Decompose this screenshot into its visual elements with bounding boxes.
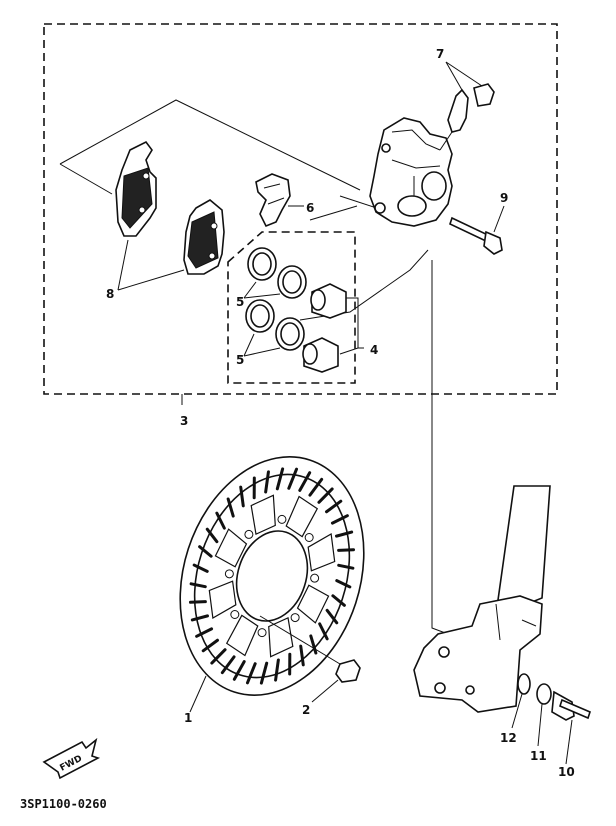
pistons [302, 283, 364, 373]
part-number-8: 8 [106, 287, 114, 301]
disc-slot [192, 563, 209, 573]
disc-spoke-cutout [296, 584, 330, 624]
part-number-5-upper: 5 [236, 295, 244, 309]
seal-kit-boundary [227, 231, 356, 384]
disc-slot [308, 477, 324, 497]
disc-slot [190, 614, 209, 622]
disc-slot [337, 563, 355, 570]
brake-disc [179, 456, 365, 696]
disc-slot [330, 514, 349, 525]
part-number-7: 7 [436, 47, 444, 61]
part-number-4: 4 [370, 343, 378, 357]
caliper-assembly-boundary [43, 23, 558, 405]
disc-slot [299, 644, 305, 667]
lock-washer [536, 683, 552, 747]
disc-slot [188, 600, 207, 604]
piston-seals [243, 247, 307, 357]
brake-caliper [369, 117, 453, 227]
disc-slot [264, 470, 270, 494]
part-number-10: 10 [558, 765, 575, 779]
bleed-screw [439, 61, 495, 151]
drawing-code: 3SP1100-0260 [20, 797, 107, 811]
disc-slot [318, 622, 329, 641]
disc-slot [205, 527, 219, 544]
disc-label-leader [189, 675, 207, 713]
disc-slot [198, 545, 213, 558]
part-number-6: 6 [306, 201, 314, 215]
disc-bolt [259, 615, 361, 703]
disc-slot [325, 608, 339, 625]
disc-slot [298, 471, 312, 492]
disc-spoke-cutout [285, 495, 319, 538]
part-number-9: 9 [500, 191, 508, 205]
brake-pad-right [183, 199, 225, 275]
disc-slot [317, 487, 334, 504]
disc-slot [335, 530, 354, 538]
disc-bolt-hole [230, 610, 240, 620]
disc-bolt-hole [257, 628, 267, 638]
part-number-3: 3 [180, 414, 188, 428]
caliper-mount-bolt [551, 690, 591, 765]
disc-bolt-hole [277, 514, 287, 524]
disc-slot [195, 627, 214, 638]
disc-slot [325, 499, 343, 514]
disc-spoke-cutout [268, 617, 294, 658]
brake-pad-left [115, 140, 157, 237]
pads-label-leaders [117, 239, 185, 291]
disc-slot [210, 648, 227, 665]
part-number-12: 12 [500, 731, 517, 745]
forward-direction-arrow: FWD [42, 737, 101, 780]
disc-slot [239, 485, 245, 508]
disc-slot [335, 579, 352, 589]
part-number-1: 1 [184, 711, 192, 725]
disc-slot [259, 661, 269, 685]
disc-slots [188, 467, 356, 685]
disc-slot [189, 582, 207, 589]
disc-slot [287, 467, 299, 490]
disc-slot [337, 548, 356, 552]
disc-slot [331, 594, 346, 607]
disc-spoke-cutout [208, 580, 237, 619]
disc-bolt-hole [310, 573, 320, 583]
disc-bolt-hole [304, 532, 314, 542]
disc-bolt-hole [290, 613, 300, 623]
disc-slot [220, 655, 236, 675]
plain-washer [511, 673, 531, 729]
part-number-2: 2 [302, 703, 310, 717]
disc-spoke-cutout [250, 494, 276, 535]
disc-slot [232, 660, 246, 681]
disc-slot [201, 638, 219, 653]
disc-slot [226, 497, 235, 518]
disc-spoke-cutout [225, 614, 259, 657]
part-number-11: 11 [530, 749, 547, 763]
disc-slot [245, 662, 257, 685]
front-fork [413, 485, 551, 713]
disc-slot [309, 634, 318, 655]
disc-bolt-hole [224, 569, 234, 579]
disc-spoke-cutout [307, 533, 336, 572]
disc-bolt-hole [244, 529, 254, 539]
disc-slot [215, 511, 226, 530]
disc-slot [275, 467, 285, 491]
pad-pin-bolt [449, 205, 505, 255]
part-number-5-lower: 5 [236, 353, 244, 367]
disc-slot [274, 658, 280, 682]
disc-spoke-cutout [214, 528, 248, 568]
disc-spokes [208, 494, 336, 658]
pad-spring [255, 173, 304, 228]
